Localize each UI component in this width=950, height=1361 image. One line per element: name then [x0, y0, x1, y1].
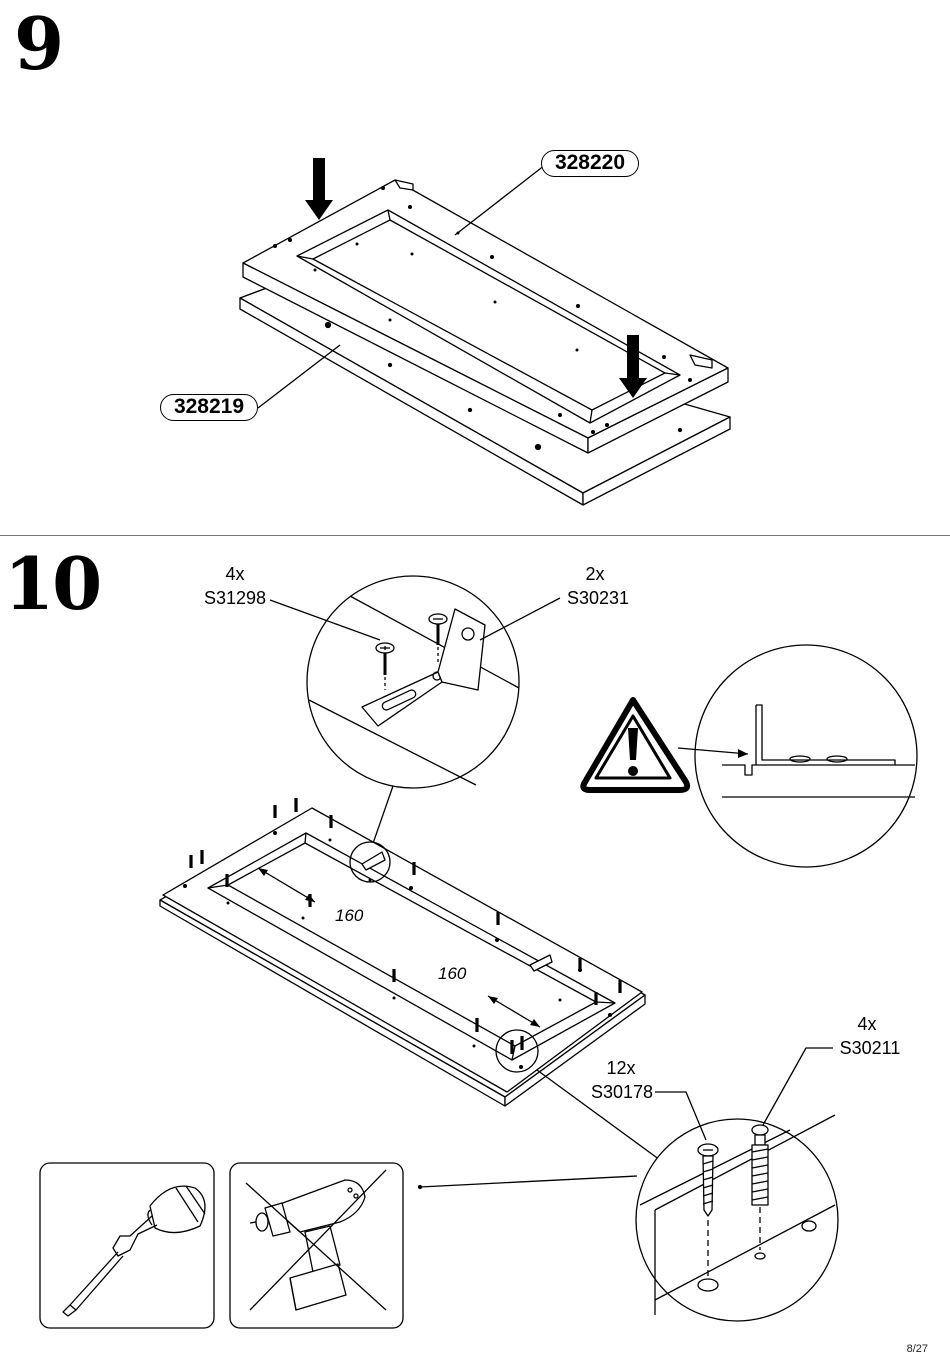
- part-label-328219: 328219: [160, 394, 258, 421]
- power-drill-icon: [229, 1162, 404, 1329]
- screw-a-quantity: 4x: [225, 564, 245, 584]
- bracket-detail: [306, 575, 520, 789]
- screw-dowel-detail: [635, 1114, 839, 1322]
- screw-icon: [189, 798, 622, 1054]
- step-number-10: 10: [4, 541, 102, 626]
- dimension-label: 160: [335, 906, 364, 925]
- alignment-detail: [677, 644, 918, 868]
- dimension-label: 160: [438, 964, 467, 983]
- screw-icon: [375, 613, 448, 690]
- screwdriver-icon: [39, 1162, 215, 1329]
- screw-b-code: S30178: [590, 1082, 654, 1102]
- screw-b-quantity: 12x: [606, 1058, 636, 1078]
- screw-icon: [697, 1143, 719, 1276]
- bracket-code: S30231: [566, 588, 630, 608]
- frame-328220: [242, 179, 729, 454]
- page-number: 8/27: [906, 1343, 928, 1355]
- part-label-328220: 328220: [541, 150, 639, 177]
- bracket-quantity: 2x: [585, 564, 605, 584]
- step-number-9: 9: [14, 1, 64, 86]
- warning-icon: [580, 697, 691, 793]
- frame-assembly: [159, 798, 646, 1107]
- dowel-code: S30211: [839, 1038, 901, 1058]
- dowel-quantity: 4x: [857, 1014, 877, 1034]
- down-arrow-icon: [305, 158, 647, 398]
- section-divider: [0, 535, 950, 536]
- dowel-icon: [751, 1124, 769, 1250]
- screw-a-code: S31298: [203, 588, 267, 608]
